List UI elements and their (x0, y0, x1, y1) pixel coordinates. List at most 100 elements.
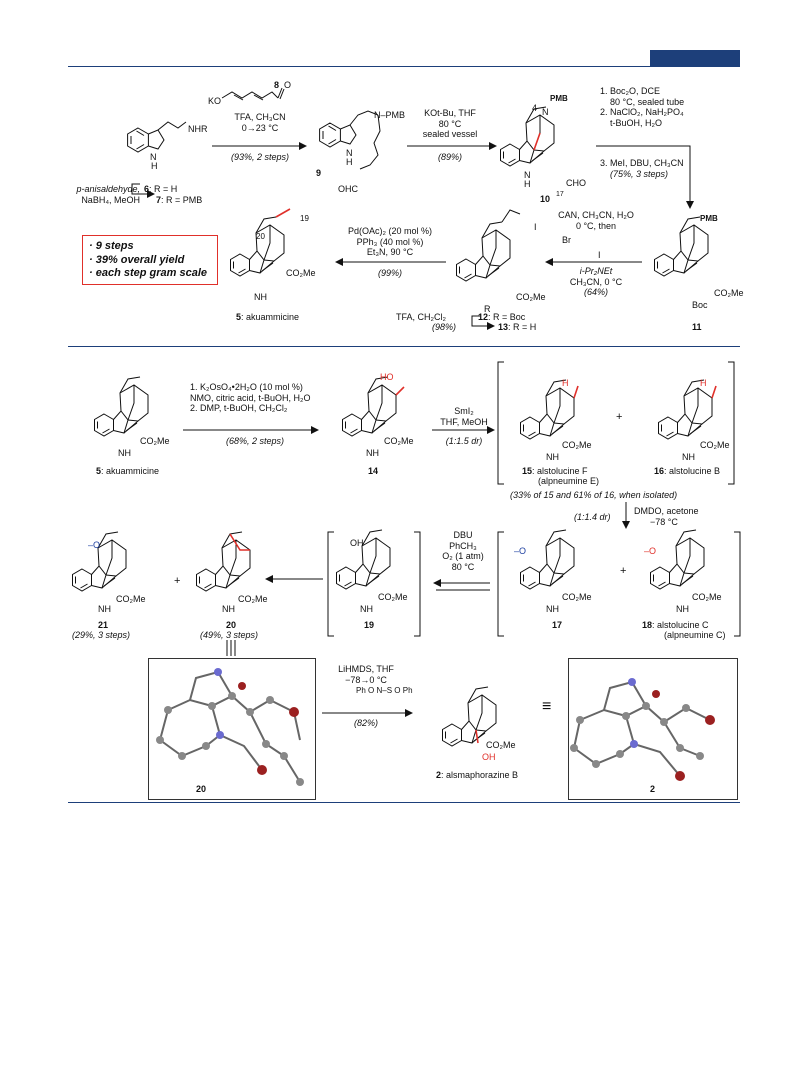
s1-step1-yield: (93%, 2 steps) (230, 152, 290, 162)
cpd-14-nh: NH (366, 448, 379, 458)
s1-step3-yield: (75%, 3 steps) (610, 169, 669, 179)
label-12: 12: R = Boc (478, 312, 525, 323)
label-5: 5: akuammicine (236, 312, 299, 323)
structure-9 (319, 110, 381, 170)
s1-step3-line5: 3. MeI, DBU, CH₃CN (600, 158, 684, 168)
xray-2-atoms (570, 678, 715, 781)
reagent-ph2: Ph (402, 686, 413, 695)
cpd-5-nh: NH (254, 292, 267, 302)
s2-step6-line1: LiHMDS, THF (338, 664, 394, 674)
bracket-17-18 (497, 531, 741, 637)
s2-step4-line3: O₂ (1 atm) (442, 551, 484, 561)
s1-step4-conditions-top: CAN, CH₃CN, H₂O 0 °C, then (548, 210, 644, 231)
cpd-20-co2me: CO₂Me (238, 594, 268, 604)
cpd-21-nh: NH (98, 604, 111, 614)
cpd-18-co2me: CO₂Me (692, 592, 722, 602)
arrow-s1-deprotect (471, 315, 495, 330)
cpd-5-num: 5 (236, 312, 242, 322)
s2-step6-conditions: LiHMDS, THF −78→0 °C (326, 664, 406, 685)
cpd-2-co2me: CO₂Me (486, 740, 516, 750)
cpd-14-co2me: CO₂Me (384, 436, 414, 446)
cpd-10-n: N (542, 107, 549, 117)
s2-step4-line4: 80 °C (451, 561, 475, 572)
cpd-15-co2me: CO₂Me (562, 440, 592, 450)
s1-step4-line2: 0 °C, then (575, 220, 617, 231)
s1-step4-line1: CAN, CH₃CN, H₂O (558, 210, 634, 220)
structure-tryptamine (127, 121, 187, 153)
s1-step4-conditions-bottom: i-Pr₂NEt CH₃CN, 0 °C (64%) (548, 266, 644, 298)
reagent-ns: N–S (376, 686, 393, 695)
s1-step6-line2: PPh₃ (40 mol %) (356, 236, 424, 247)
cpd-9-number: 9 (316, 168, 322, 178)
s2-step2-conditions: SmI₂ THF, MeOH (436, 406, 492, 427)
sm-indole-n: N (150, 152, 157, 162)
s2-step3-ratio: (1:1.4 dr) (574, 512, 611, 522)
xray-2-box (568, 658, 738, 800)
arrow-s1-protect (131, 183, 155, 198)
structure-s2-5 (94, 376, 149, 437)
cpd-19-nh: NH (360, 604, 373, 614)
label-13: 13: R = H (498, 322, 536, 333)
cpd-20-nh: NH (222, 604, 235, 614)
structure-10 (500, 106, 555, 167)
label-16: 16: alstolucine B (654, 466, 720, 477)
summary-steps: · 9 steps (89, 240, 134, 252)
structure-2 (442, 686, 497, 747)
cpd-11-co2me: CO₂Me (714, 288, 744, 298)
s1-step4-line3: i-Pr₂NEt (579, 266, 613, 276)
label-2: 2: alsmaphorazine B (436, 770, 518, 781)
sm-reagents-line1: p-anisaldehyde, (76, 184, 140, 194)
sm-indole-h: H (151, 161, 158, 171)
cpd-17-number: 17 (552, 620, 563, 630)
sm-reagents: p-anisaldehyde, NaBH₄, MeOH (74, 184, 140, 205)
cpd-16-desc: : alstolucine B (664, 466, 721, 476)
cpd-11-number: 11 (692, 322, 702, 332)
cpd-18-desc: : alstolucine C (652, 620, 709, 630)
reagent-o1: O (368, 686, 375, 695)
cpd-18-num: 18 (642, 620, 653, 630)
divider-scheme2 (68, 802, 740, 803)
s1-step5-conditions: TFA, CH₂Cl₂ (396, 312, 446, 322)
cpd-9-nh-n: N (346, 148, 353, 158)
cpd-10-n4: 4 (532, 103, 538, 113)
cpd-14-number: 14 (368, 466, 379, 476)
cpd-16-h: H (700, 378, 707, 388)
davis-oxaziridine: Ph O N–S O Ph (356, 686, 413, 697)
cpd-21-number: 21 (98, 620, 109, 630)
s2-step1-line1: 1. K₂OsO₄•2H₂O (10 mol %) (190, 382, 303, 392)
s2-step1-yield: (68%, 2 steps) (225, 436, 285, 446)
s1-step1-conditions: TFA, CH₃CN 0→23 °C (220, 112, 300, 133)
cpd-10-nh-h: H (524, 179, 531, 189)
cpd-13-desc: : R = H (508, 322, 537, 332)
s1-step2-yield: (89%) (437, 152, 462, 162)
s2-step6-line2: −78→0 °C (345, 674, 387, 685)
s2-step2-line1: SmI₂ (454, 406, 474, 416)
reagent-o2: O (394, 686, 401, 695)
structure-15 (520, 379, 579, 440)
cpd-19-number: 19 (364, 620, 375, 630)
cpd-7-num: 7 (156, 195, 162, 205)
cpd-13-num: 13 (498, 322, 509, 332)
cpd-10-nh-n: N (524, 170, 531, 180)
reagent-8-number: 8 (274, 80, 280, 90)
structure-11 (654, 216, 709, 277)
s2-cpd-5-co2me: CO₂Me (140, 436, 170, 446)
s1-step2-conditions: KOt-Bu, THF 80 °C sealed vessel (410, 108, 490, 140)
cpd-17-co2me: CO₂Me (562, 592, 592, 602)
s1-step3-conditions: 1. Boc₂O, DCE 80 °C, sealed tube 2. NaCl… (600, 86, 684, 128)
bracket-15-16 (497, 361, 735, 485)
label-7: 7: R = PMB (156, 195, 202, 206)
cpd-15-num: 15 (522, 466, 533, 476)
s1-step1-line1: TFA, CH₃CN (234, 112, 286, 122)
cpd-17-nh: NH (546, 604, 559, 614)
structure-reagent-8 (221, 87, 285, 101)
equiv-2-xray: ≡ (542, 698, 552, 715)
reagent-ph1: Ph (356, 686, 366, 695)
structure-16 (658, 379, 717, 440)
cpd-9-npmb: N–PMB (374, 110, 406, 120)
summary-yield: · 39% overall yield (89, 253, 185, 266)
s1-step6-yield: (99%) (377, 268, 402, 278)
cpd-14-ho: HO (380, 372, 394, 382)
header-rule (68, 66, 740, 67)
